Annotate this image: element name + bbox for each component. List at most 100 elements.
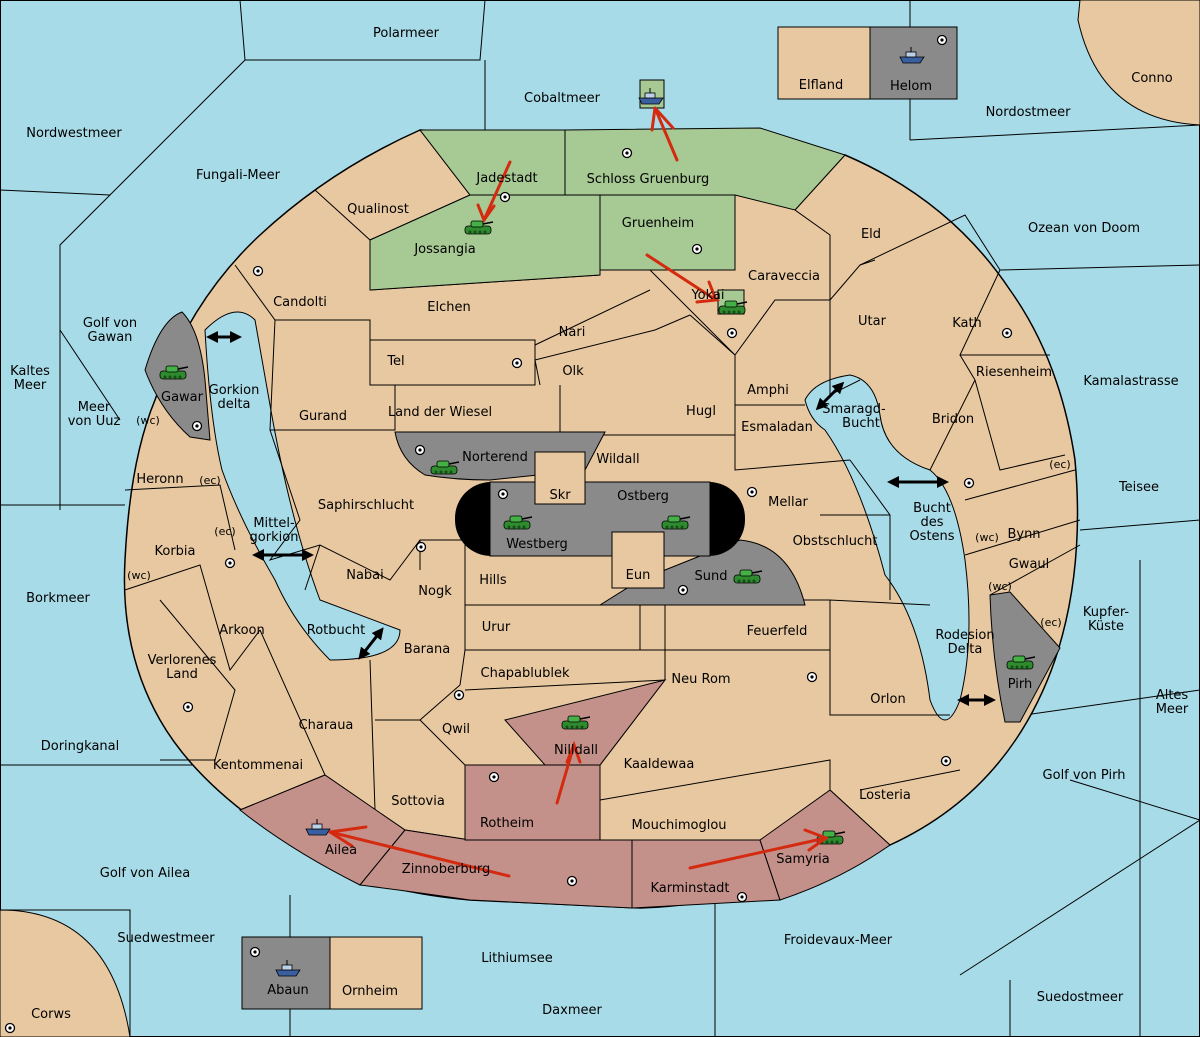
label-gwaul: Gwaul [1009, 557, 1050, 572]
label-pirh: Pirh [1008, 677, 1033, 692]
label-sund: Sund [695, 569, 728, 584]
label-hugl: Hugl [686, 404, 716, 419]
coast-arrows [206, 331, 996, 706]
label-altes1: Altes [1156, 688, 1189, 703]
label-kaaldewaa: Kaaldewaa [624, 757, 695, 772]
label-kath: Kath [952, 316, 982, 331]
label-losteria: Losteria [859, 788, 911, 803]
label-suedostmeer: Suedostmeer [1037, 990, 1124, 1005]
label-suedwestmeer: Suedwestmeer [117, 931, 215, 946]
label-ec-korbia: (ec) [214, 525, 235, 538]
label-amphi: Amphi [747, 383, 789, 398]
label-skr: Skr [549, 488, 571, 503]
label-caraveccia: Caraveccia [748, 269, 820, 284]
label-ec-heronn: (ec) [199, 474, 220, 487]
label-meeruuz2: von Uuz [68, 414, 121, 429]
label-nabai: Nabai [346, 568, 384, 583]
label-borkmeer: Borkmeer [26, 591, 90, 606]
label-chapablublek: Chapablublek [481, 666, 570, 681]
label-kupfer2: Küste [1088, 619, 1124, 634]
label-corws: Corws [31, 1007, 71, 1022]
label-ostberg: Ostberg [617, 489, 669, 504]
label-gorkion2: delta [218, 397, 251, 412]
place-labels: Polarmeer Cobaltmeer Nordwestmeer Fungal… [10, 26, 1189, 1022]
label-golfgawan2: Gawan [88, 330, 133, 345]
label-conno: Conno [1131, 71, 1173, 86]
label-yokai: Yokai [690, 288, 724, 303]
label-jadestadt: Jadestadt [475, 171, 537, 186]
label-golfgawan1: Golf von [83, 316, 137, 331]
label-riesenheim: Riesenheim [976, 365, 1052, 380]
label-feuerfeld: Feuerfeld [747, 624, 808, 639]
label-bucht3: Ostens [909, 529, 954, 544]
label-qualinost: Qualinost [347, 202, 409, 217]
label-rodesion2: Delta [948, 642, 983, 657]
label-samyria: Samyria [776, 852, 830, 867]
label-urur: Urur [482, 620, 511, 635]
label-golfailea: Golf von Ailea [100, 866, 190, 881]
label-altes2: Meer [1156, 702, 1189, 717]
label-golfpirh: Golf von Pirh [1043, 768, 1126, 783]
label-hills: Hills [479, 573, 507, 588]
label-bucht2: des [920, 515, 943, 530]
label-wc-korbia: (wc) [127, 569, 151, 582]
label-mittel1: Mittel- [253, 516, 295, 531]
label-mittel2: gorkion [250, 530, 299, 545]
label-nogk: Nogk [418, 584, 452, 599]
label-esmaladan: Esmaladan [741, 420, 813, 435]
label-daxmeer: Daxmeer [542, 1003, 602, 1018]
label-schloss: Schloss Gruenburg [587, 172, 710, 187]
label-doringkanal: Doringkanal [41, 739, 120, 754]
label-bynn: Bynn [1007, 527, 1040, 542]
label-obstschlucht: Obstschlucht [793, 534, 878, 549]
gorkion-delta [204, 311, 401, 661]
label-wc-bynn: (wc) [975, 531, 999, 544]
label-ozean: Ozean von Doom [1028, 221, 1140, 236]
ornheim-region [329, 936, 423, 1010]
label-mellar: Mellar [768, 495, 808, 510]
label-neurom: Neu Rom [671, 672, 730, 687]
label-nilldall: Nilldall [554, 743, 598, 758]
label-norterend: Norterend [462, 450, 528, 465]
label-ornheim: Ornheim [342, 984, 398, 999]
label-froidevaux: Froidevaux-Meer [784, 933, 893, 948]
corws-island [0, 909, 131, 1037]
label-smaragd1: Smaragd- [822, 402, 886, 417]
label-polarmeer: Polarmeer [373, 26, 440, 41]
label-rodesion1: Rodesion [935, 628, 994, 643]
elfland-region [777, 26, 871, 100]
label-westberg: Westberg [506, 537, 568, 552]
label-karminstadt: Karminstadt [650, 881, 729, 896]
label-korbia: Korbia [154, 544, 195, 559]
label-wildall: Wildall [596, 452, 639, 467]
label-eun: Eun [626, 568, 651, 583]
label-ec-pirh: (ec) [1040, 616, 1061, 629]
label-grueneim: Gruenheim [622, 216, 694, 231]
label-abaun: Abaun [267, 983, 309, 998]
label-gawar: Gawar [161, 390, 204, 405]
label-rotheim: Rotheim [480, 816, 534, 831]
label-fungali: Fungali-Meer [196, 168, 281, 183]
order-arrows [328, 106, 830, 878]
label-olk: Olk [562, 364, 584, 379]
conno-island [1077, 0, 1200, 126]
label-zinnoberburg: Zinnoberburg [402, 862, 490, 877]
label-wc-gwaul: (wc) [988, 580, 1012, 593]
label-verlorenes2: Land [166, 667, 198, 682]
label-rotbucht: Rotbucht [307, 623, 365, 638]
label-lithiumsee: Lithiumsee [481, 951, 552, 966]
label-meeruuz1: Meer [78, 400, 111, 415]
label-kupfer1: Kupfer- [1083, 605, 1129, 620]
label-bridon: Bridon [932, 412, 974, 427]
label-arkoon: Arkoon [219, 623, 264, 638]
label-nordostmeer: Nordostmeer [986, 105, 1072, 120]
label-kamalastrasse: Kamalastrasse [1083, 374, 1178, 389]
label-saphir: Saphirschlucht [318, 498, 414, 513]
label-cobaltmeer: Cobaltmeer [524, 91, 601, 106]
label-verlorenes1: Verlorenes [148, 653, 217, 668]
label-sottovia: Sottovia [391, 794, 445, 809]
label-elchen: Elchen [427, 300, 470, 315]
label-qwil: Qwil [442, 722, 470, 737]
